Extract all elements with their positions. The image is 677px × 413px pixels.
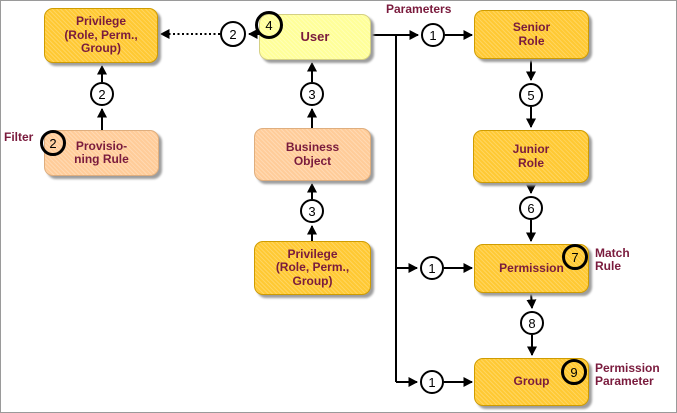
- badge-user-to-group-1: 1: [420, 370, 444, 394]
- badge-number: 2: [98, 86, 106, 102]
- label-line: Permission: [595, 361, 660, 375]
- badge-junior-to-permission-6: 6: [519, 196, 543, 220]
- badge-number: 3: [308, 86, 316, 102]
- badge-permission-to-group-8: 8: [520, 311, 544, 335]
- node-label: Role: [517, 155, 544, 170]
- node-label: Object: [293, 153, 332, 168]
- node-label: Privilege: [287, 246, 338, 261]
- badge-user-corner-4: 4: [255, 11, 283, 39]
- badge-user-to-senior-1: 1: [421, 23, 445, 47]
- badge-permission-corner-7: 7: [562, 244, 588, 270]
- node-label: User: [300, 29, 330, 45]
- badge-number: 8: [528, 315, 536, 331]
- label-line: Rule: [595, 259, 622, 273]
- badge-user-to-permission-1: 1: [420, 256, 444, 280]
- label-filter: Filter: [4, 130, 34, 144]
- badge-number: 3: [308, 203, 316, 219]
- label-parameters: Parameters: [386, 2, 452, 16]
- badge-dotted-link-2: 2: [220, 21, 246, 47]
- badge-group-corner-9: 9: [561, 359, 587, 385]
- badge-number: 2: [49, 135, 57, 151]
- badge-number: 4: [265, 17, 273, 33]
- label-permission-parameter: Permission Parameter: [595, 362, 660, 388]
- node-label: (Role, Perm.,: [275, 260, 350, 275]
- node-label: Business: [285, 140, 340, 154]
- node-senior-role: Senior Role: [474, 10, 589, 59]
- node-label: Provisio-: [75, 138, 128, 153]
- node-label: Privilege: [75, 14, 127, 29]
- label-line: Parameter: [595, 374, 654, 388]
- badge-number: 9: [570, 364, 578, 380]
- badge-number: 5: [527, 87, 535, 103]
- badge-number: 1: [428, 374, 436, 390]
- label-match-rule: Match Rule: [595, 247, 630, 273]
- badge-provisioning-to-privilege-2: 2: [90, 82, 114, 106]
- badge-number: 1: [428, 260, 436, 276]
- badge-number: 6: [527, 200, 535, 216]
- node-privilege-top: Privilege (Role, Perm., Group): [44, 8, 158, 63]
- node-label: Role: [518, 33, 545, 48]
- node-label: Junior: [512, 142, 550, 156]
- node-junior-role: Junior Role: [473, 130, 589, 183]
- badge-number: 2: [229, 26, 237, 42]
- node-privilege-bottom: Privilege (Role, Perm., Group): [254, 241, 371, 295]
- line-permission-to-badge8: [526, 292, 537, 309]
- node-label: Group: [513, 374, 550, 389]
- badge-privilege-to-business-3: 3: [300, 199, 324, 223]
- node-label: Group): [81, 41, 121, 56]
- badge-number: 7: [571, 249, 579, 265]
- badge-provisioning-corner-2: 2: [40, 130, 66, 156]
- node-business-object: Business Object: [254, 128, 371, 181]
- label-line: Match: [595, 246, 630, 260]
- node-label: (Role, Perm.,: [64, 27, 138, 42]
- node-label: Permission: [499, 260, 564, 275]
- node-label: ning Rule: [74, 152, 129, 166]
- badge-business-to-user-3: 3: [300, 82, 324, 106]
- badge-number: 1: [429, 27, 437, 43]
- badge-senior-to-junior-5: 5: [519, 83, 543, 107]
- node-label: Senior: [512, 20, 551, 34]
- node-label: Group): [292, 273, 333, 288]
